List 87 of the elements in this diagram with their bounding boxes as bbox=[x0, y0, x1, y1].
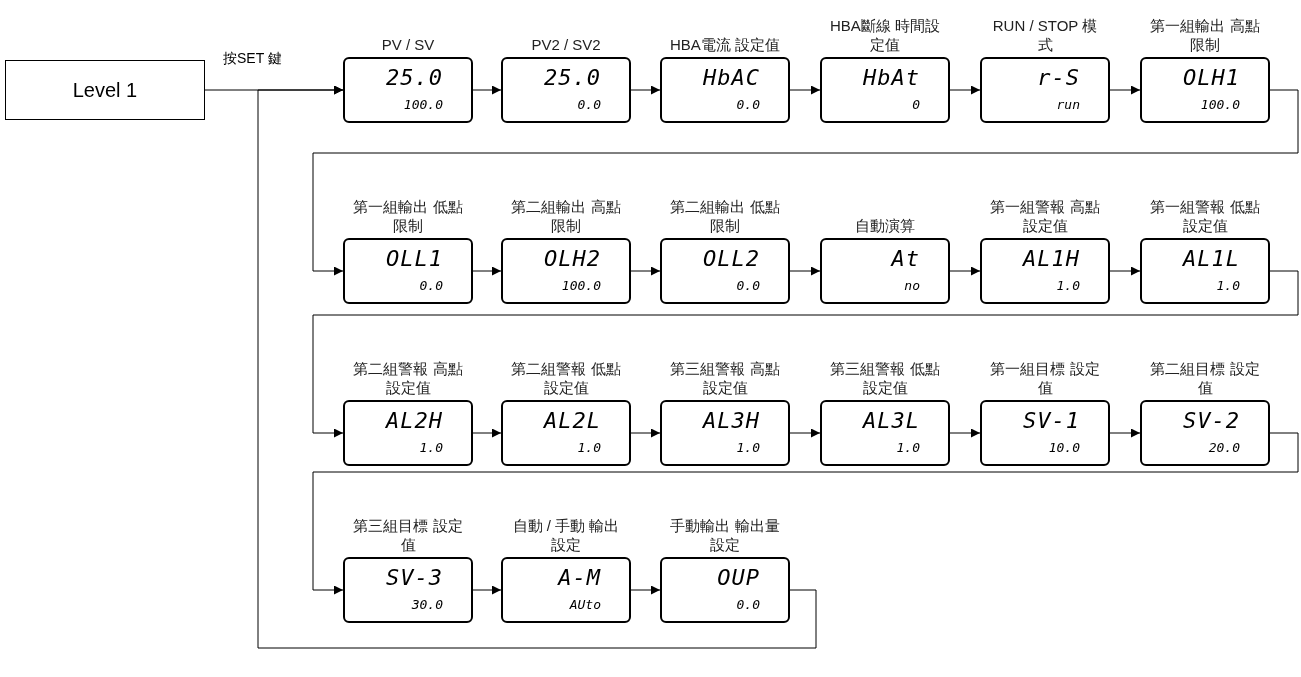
connector-arrow bbox=[630, 585, 661, 595]
connector-arrow bbox=[472, 85, 502, 95]
display-readout: OUP bbox=[717, 565, 760, 591]
connector-arrow bbox=[949, 85, 981, 95]
display-value: no bbox=[904, 278, 920, 294]
display-value: 1.0 bbox=[896, 440, 920, 456]
parameter-title: HBA電流 設定值 bbox=[670, 35, 780, 54]
display-value: 0.0 bbox=[577, 97, 601, 113]
display-readout: At bbox=[891, 246, 920, 272]
display-value: AUto bbox=[569, 597, 601, 613]
display-value: 0.0 bbox=[736, 597, 760, 613]
parameter-title: 第二組輸出 高點限制 bbox=[511, 197, 621, 235]
connector-arrow bbox=[1109, 85, 1141, 95]
parameter-title: 第二組警報 高點設定值 bbox=[353, 359, 463, 397]
parameter-title: 第三組警報 高點設定值 bbox=[670, 359, 780, 397]
level-box bbox=[5, 60, 205, 120]
parameter-title: PV2 / SV2 bbox=[530, 35, 602, 54]
display-readout: OLH1 bbox=[1183, 65, 1240, 91]
display-readout: r-S bbox=[1037, 65, 1080, 91]
display-value: 0.0 bbox=[736, 278, 760, 294]
display-value: 1.0 bbox=[736, 440, 760, 456]
connector-arrow bbox=[472, 585, 502, 595]
display-readout: 25.0 bbox=[544, 65, 601, 91]
display-readout: AL2H bbox=[386, 408, 443, 434]
display-value: 1.0 bbox=[1056, 278, 1080, 294]
display-value: 1.0 bbox=[419, 440, 443, 456]
display-readout: OLL2 bbox=[703, 246, 760, 272]
display-value: 20.0 bbox=[1208, 440, 1240, 456]
parameter-title: 手動輸出 輸出量設定 bbox=[670, 516, 780, 554]
parameter-title: PV / SV bbox=[380, 35, 436, 54]
display-readout: 25.0 bbox=[386, 65, 443, 91]
parameter-title: 第一組警報 低點設定值 bbox=[1150, 197, 1260, 235]
parameter-title: 第一組警報 高點設定值 bbox=[990, 197, 1100, 235]
parameter-title: 第二組警報 低點設定值 bbox=[511, 359, 621, 397]
display-value: 10.0 bbox=[1048, 440, 1080, 456]
display-value: run bbox=[1056, 97, 1080, 113]
parameter-title: 第二組輸出 低點限制 bbox=[670, 197, 780, 235]
parameter-title: HBA斷線 時間設定值 bbox=[830, 16, 940, 54]
display-value: 1.0 bbox=[577, 440, 601, 456]
display-readout: OLL1 bbox=[386, 246, 443, 272]
display-readout: SV-2 bbox=[1183, 408, 1240, 434]
connector-arrow bbox=[630, 428, 661, 438]
parameter-title: 第一組輸出 高點限制 bbox=[1150, 16, 1260, 54]
parameter-title: 第一組目標 設定值 bbox=[990, 359, 1100, 397]
display-value: 100.0 bbox=[403, 97, 443, 113]
connector-arrow bbox=[472, 266, 502, 276]
connector-arrow bbox=[312, 432, 1299, 595]
connector-arrow bbox=[312, 89, 1299, 276]
display-readout: AL3L bbox=[863, 408, 920, 434]
edge-label: 按SET 鍵 bbox=[223, 49, 282, 68]
connector-arrow bbox=[472, 428, 502, 438]
parameter-title: 第二組目標 設定值 bbox=[1150, 359, 1260, 397]
display-readout: AL1L bbox=[1183, 246, 1240, 272]
display-value: 0 bbox=[912, 97, 920, 113]
connector-arrow bbox=[1109, 428, 1141, 438]
level-label: Level 1 bbox=[72, 78, 138, 103]
connector-arrow bbox=[789, 428, 821, 438]
display-readout: AL2L bbox=[544, 408, 601, 434]
display-readout: HbAC bbox=[703, 65, 760, 91]
connector-arrow bbox=[949, 266, 981, 276]
display-readout: SV-3 bbox=[386, 565, 443, 591]
display-value: 0.0 bbox=[419, 278, 443, 294]
display-readout: HbAt bbox=[863, 65, 920, 91]
connector-arrow bbox=[630, 266, 661, 276]
connector-arrow bbox=[949, 428, 981, 438]
display-readout: SV-1 bbox=[1023, 408, 1080, 434]
connector-arrow bbox=[1109, 266, 1141, 276]
connector-arrow bbox=[312, 270, 1299, 438]
display-readout: OLH2 bbox=[544, 246, 601, 272]
parameter-title: RUN / STOP 模式 bbox=[991, 16, 1099, 54]
connector-arrow bbox=[789, 266, 821, 276]
parameter-title: 自動 / 手動 輸出設定 bbox=[511, 516, 621, 554]
parameter-title: 第三組警報 低點設定值 bbox=[830, 359, 940, 397]
display-readout: AL1H bbox=[1023, 246, 1080, 272]
parameter-title: 第三組目標 設定值 bbox=[353, 516, 463, 554]
parameter-title: 自動演算 bbox=[854, 216, 916, 235]
parameter-title: 第一組輸出 低點限制 bbox=[353, 197, 463, 235]
display-value: 100.0 bbox=[561, 278, 601, 294]
display-value: 1.0 bbox=[1216, 278, 1240, 294]
display-readout: A-M bbox=[558, 565, 601, 591]
connector-arrow bbox=[789, 85, 821, 95]
display-value: 30.0 bbox=[411, 597, 443, 613]
display-value: 100.0 bbox=[1200, 97, 1240, 113]
display-value: 0.0 bbox=[736, 97, 760, 113]
connector-arrow bbox=[630, 85, 661, 95]
connector-arrow bbox=[257, 85, 817, 649]
display-readout: AL3H bbox=[703, 408, 760, 434]
